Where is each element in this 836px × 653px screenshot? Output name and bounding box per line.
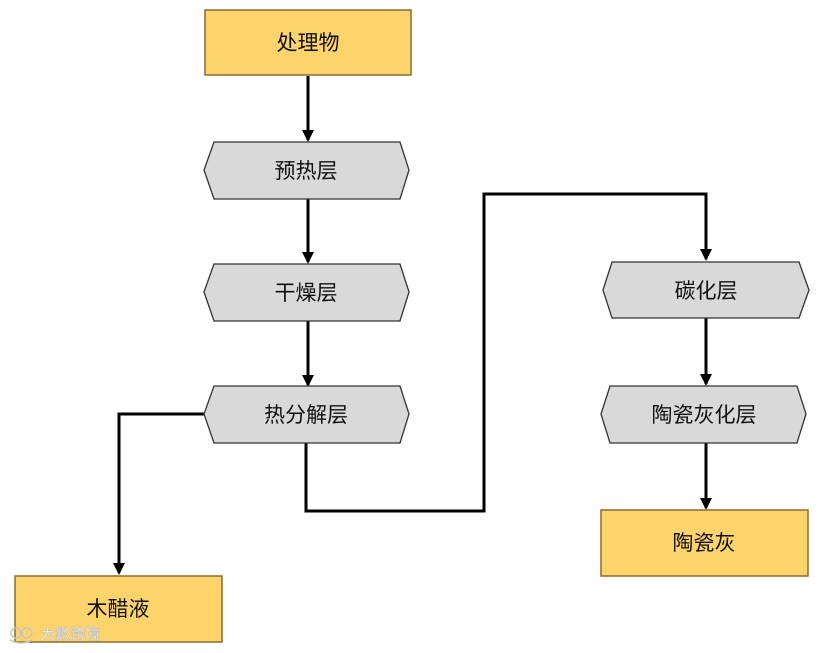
node-pyrolysis: 热分解层 [203, 385, 410, 444]
arrow-pyrolysis-to-carbonization [304, 192, 712, 513]
node-wood-vinegar-label: 木醋液 [87, 597, 150, 621]
node-drying: 干燥层 [203, 263, 410, 322]
node-wood-vinegar: 木醋液 [14, 575, 223, 643]
node-preheat-label: 预热层 [275, 159, 338, 183]
node-carbonization: 碳化层 [602, 261, 810, 319]
node-carbonization-label: 碳化层 [675, 279, 738, 303]
node-preheat: 预热层 [203, 141, 410, 200]
node-pyrolysis-label: 热分解层 [264, 403, 348, 427]
node-ashing: 陶瓷灰化层 [600, 385, 807, 444]
watermark-logo-icon [9, 627, 33, 644]
connectors [113, 76, 712, 575]
watermark: 大數跨境 [9, 625, 100, 644]
watermark-text: 大數跨境 [40, 625, 100, 643]
node-ceramic-ash: 陶瓷灰 [600, 509, 809, 577]
node-ceramic-ash-label: 陶瓷灰 [673, 531, 736, 555]
node-ashing-label: 陶瓷灰化层 [652, 403, 757, 427]
node-feed: 处理物 [204, 9, 412, 76]
node-drying-label: 干燥层 [275, 281, 338, 305]
arrow-pyrolysis-to-wood-vinegar [113, 412, 204, 575]
node-feed-label: 处理物 [277, 31, 340, 55]
